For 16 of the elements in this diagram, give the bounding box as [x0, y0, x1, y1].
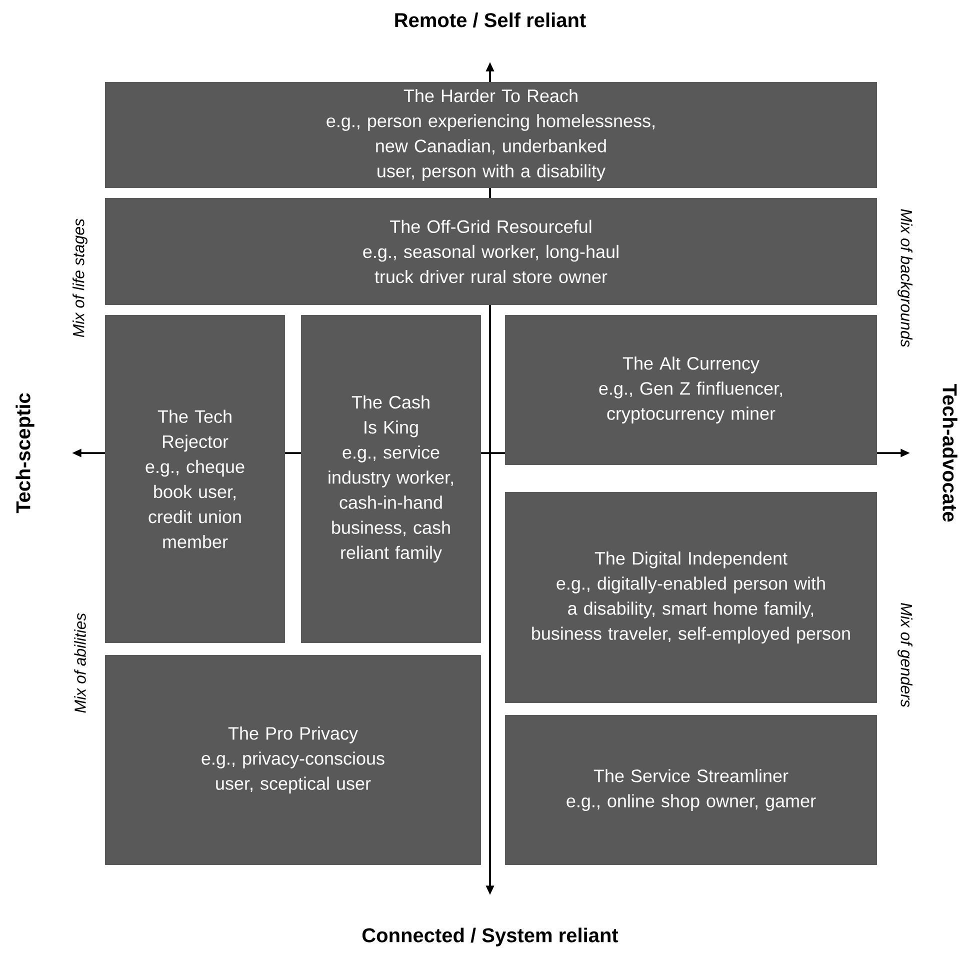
persona-box: The Cash Is King e.g., service industry worker, cash-in-hand business, cash reliant family	[301, 315, 481, 643]
axis-label: Tech-advocate	[942, 384, 958, 522]
persona-box: The Alt Currency e.g., Gen Z finfluencer, cryptocurrency miner	[505, 315, 878, 465]
persona-box: The Pro Privacy e.g., privacy-conscious user, sceptical user	[105, 655, 481, 865]
side-note: Mix of backgrounds	[898, 209, 912, 348]
axis-label: Remote / Self reliant	[395, 12, 586, 28]
side-note: Mix of abilities	[74, 613, 86, 713]
persona-box: The Tech Rejector e.g., cheque book user, credit union member	[105, 315, 285, 643]
persona-box: The Service Streamliner e.g., online shop owner, gamer	[505, 715, 878, 865]
side-note: Mix of life stages	[72, 218, 88, 338]
persona-box: The Digital Independent e.g., digitally-enabled person with a disability, smart home family, business traveler, self-employed person	[505, 492, 878, 703]
axis-label: Tech-sceptic	[16, 393, 34, 514]
persona-box: The Off-Grid Resourceful e.g., seasonal worker, long-haul truck driver rural store owner	[105, 198, 878, 305]
persona-box: The Harder To Reach e.g., person experiencing homelessness, new Canadian, underbanked user, person with a disability	[105, 82, 878, 188]
axis-label: Connected / System reliant	[362, 928, 618, 946]
side-note: Mix of genders	[898, 603, 912, 708]
